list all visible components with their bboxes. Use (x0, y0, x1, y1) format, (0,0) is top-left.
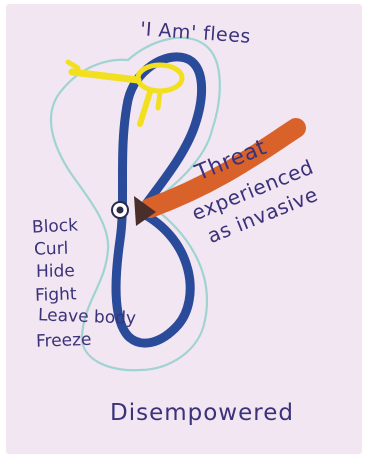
response-item: Curl (34, 235, 137, 262)
disempowered-caption: Disempowered (110, 402, 294, 425)
response-item: Hide (36, 259, 136, 284)
defense-response-list: Block Curl Hide Fight Leave body Freeze (32, 214, 136, 352)
response-item: Freeze (36, 327, 137, 353)
